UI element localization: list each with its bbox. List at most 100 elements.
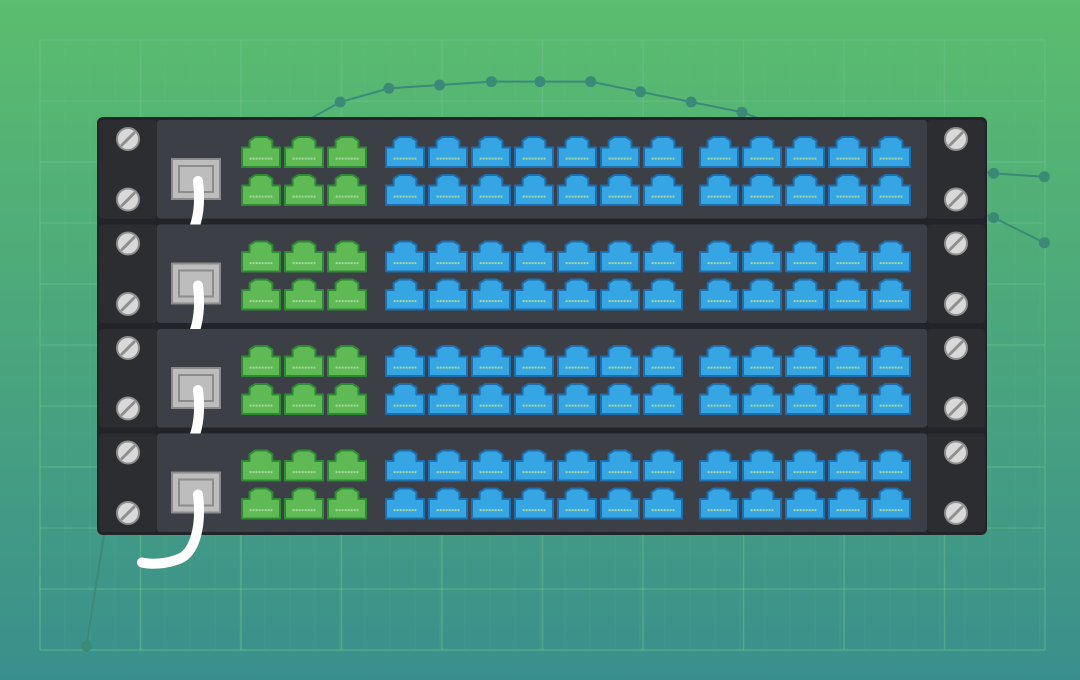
- ethernet-port-icon: [241, 136, 281, 168]
- ethernet-port-icon: [428, 345, 468, 377]
- ethernet-port-icon: [699, 383, 739, 415]
- trace-point: [334, 96, 346, 108]
- trace-point: [1038, 237, 1050, 249]
- rack-screw-icon: [116, 440, 140, 465]
- screw-slot: [948, 340, 964, 356]
- ethernet-port-icon: [643, 240, 683, 273]
- ethernet-port-icon: [785, 136, 825, 168]
- ethernet-port-icon: [742, 136, 782, 168]
- switch-ear-right: [927, 433, 985, 532]
- ethernet-port-icon: [428, 449, 468, 482]
- rack-screw-icon: [116, 336, 140, 360]
- ethernet-port-icon: [385, 487, 425, 520]
- ethernet-port-icon: [871, 383, 911, 415]
- ethernet-port-icon: [828, 278, 868, 311]
- ethernet-port-icon: [742, 383, 782, 415]
- ethernet-port-icon: [471, 487, 511, 520]
- ethernet-port-icon: [514, 449, 554, 482]
- rack-screw-icon: [944, 231, 968, 256]
- ethernet-port-icon: [514, 174, 554, 206]
- ethernet-port-icon: [428, 383, 468, 415]
- ethernet-port-icon: [241, 345, 281, 377]
- ethernet-port-icon: [428, 240, 468, 273]
- ethernet-port-icon: [600, 383, 640, 415]
- screw-slot: [120, 296, 136, 312]
- ethernet-port-icon: [699, 345, 739, 377]
- ethernet-port-icon: [514, 487, 554, 520]
- ethernet-port-icon: [699, 174, 739, 206]
- ethernet-port-icon: [742, 174, 782, 206]
- ethernet-port-icon: [600, 136, 640, 168]
- ethernet-port-icon: [241, 174, 281, 206]
- screw-slot: [120, 445, 136, 460]
- ethernet-port-icon: [557, 240, 597, 273]
- ethernet-port-icon: [643, 345, 683, 377]
- ethernet-port-icon: [742, 487, 782, 520]
- ethernet-port-icon: [514, 383, 554, 415]
- ethernet-port-icon: [871, 345, 911, 377]
- ethernet-port-icon: [699, 240, 739, 273]
- ethernet-port-icon: [643, 278, 683, 311]
- ethernet-port-icon: [471, 383, 511, 415]
- rack-screw-icon: [944, 396, 968, 421]
- rack-screw-icon: [116, 292, 140, 316]
- switch-ear-left: [99, 433, 157, 532]
- ethernet-port-icon: [828, 174, 868, 206]
- trace-point: [988, 167, 1000, 179]
- ethernet-port-icon: [327, 174, 367, 206]
- ethernet-port-icon: [785, 487, 825, 520]
- ethernet-port-icon: [514, 240, 554, 273]
- trace-point: [1038, 171, 1050, 183]
- ethernet-port-icon: [241, 278, 281, 311]
- screw-slot: [120, 505, 136, 521]
- ethernet-port-icon: [241, 449, 281, 482]
- rack-screw-icon: [116, 231, 140, 256]
- screw-slot: [120, 131, 136, 147]
- screw-slot: [120, 192, 136, 207]
- ethernet-port-icon: [428, 278, 468, 311]
- screw-slot: [948, 236, 964, 251]
- screw-slot: [948, 445, 964, 460]
- screw-slot: [120, 401, 136, 416]
- ethernet-port-icon: [871, 278, 911, 311]
- trace-point: [485, 76, 497, 88]
- ethernet-port-icon: [471, 174, 511, 206]
- switch-ear-right: [927, 224, 985, 323]
- ethernet-port-icon: [699, 278, 739, 311]
- trace-point: [534, 76, 546, 88]
- ethernet-port-icon: [742, 240, 782, 273]
- ethernet-port-icon: [699, 487, 739, 520]
- ethernet-port-icon: [828, 136, 868, 168]
- ethernet-port-icon: [284, 240, 324, 273]
- screw-slot: [948, 401, 964, 416]
- trace-point: [434, 79, 446, 91]
- ethernet-port-icon: [241, 487, 281, 520]
- rack-screw-icon: [944, 127, 968, 151]
- ethernet-port-icon: [385, 240, 425, 273]
- ethernet-port-icon: [600, 449, 640, 482]
- ethernet-port-icon: [828, 345, 868, 377]
- trace-point: [585, 76, 597, 88]
- ethernet-port-icon: [327, 383, 367, 415]
- ethernet-port-icon: [385, 136, 425, 168]
- ethernet-port-icon: [557, 174, 597, 206]
- ethernet-port-icon: [871, 449, 911, 482]
- rack-frame: [97, 117, 987, 535]
- screw-slot: [948, 131, 964, 147]
- ethernet-port-icon: [327, 449, 367, 482]
- ethernet-port-icon: [600, 487, 640, 520]
- ethernet-port-icon: [785, 240, 825, 273]
- ethernet-port-icon: [643, 383, 683, 415]
- ethernet-port-icon: [828, 487, 868, 520]
- rack-screw-icon: [944, 501, 968, 525]
- trace-point: [634, 86, 646, 98]
- ethernet-port-icon: [643, 449, 683, 482]
- ethernet-port-icon: [600, 174, 640, 206]
- ethernet-port-icon: [871, 487, 911, 520]
- ethernet-port-icon: [327, 240, 367, 273]
- ethernet-port-icon: [471, 449, 511, 482]
- ethernet-port-icon: [514, 345, 554, 377]
- ethernet-port-icon: [284, 136, 324, 168]
- screw-slot: [948, 296, 964, 312]
- ethernet-port-icon: [284, 383, 324, 415]
